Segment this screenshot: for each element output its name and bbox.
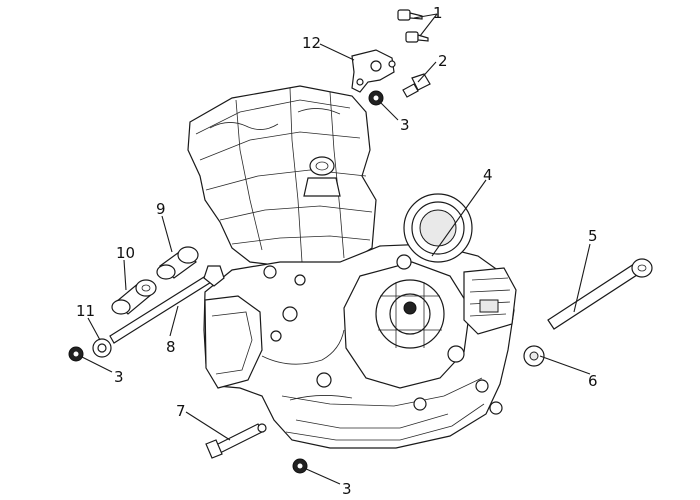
- callout-3-bottom: 3: [342, 480, 352, 498]
- part-5-long-bolt: [547, 258, 653, 330]
- leader-lines: [79, 13, 591, 485]
- callout-8: 8: [166, 338, 176, 356]
- part-7-bolt: [205, 423, 267, 459]
- cylinder-head: [187, 85, 377, 269]
- part-3-nut-left: [68, 346, 84, 362]
- callout-7: 7: [176, 402, 186, 420]
- callout-11: 11: [76, 302, 95, 320]
- callout-5: 5: [588, 227, 598, 245]
- callout-1: 1: [433, 4, 443, 22]
- callout-3-left: 3: [114, 368, 124, 386]
- part-9-spacer: [156, 246, 199, 280]
- callout-2: 2: [438, 52, 448, 70]
- part-12-bracket: [351, 49, 396, 93]
- part-8-long-bolt: [109, 265, 225, 344]
- callout-4: 4: [483, 166, 493, 184]
- callout-10: 10: [116, 244, 135, 262]
- part-6-nut: [523, 345, 545, 367]
- engine-assembly: [187, 85, 517, 449]
- callout-labels: 1 2 3 4 5 6 7 8 9 10 11 12 3 3: [76, 4, 598, 498]
- cover-4-ring: [403, 193, 473, 263]
- part-1-bolts: [397, 9, 429, 43]
- callout-3-top: 3: [400, 116, 410, 134]
- part-11-washer: [92, 338, 112, 358]
- callout-12: 12: [302, 34, 321, 52]
- callout-9: 9: [156, 200, 166, 218]
- part-10-spacer: [111, 279, 157, 315]
- callout-6: 6: [588, 372, 598, 390]
- part-2-bolt: [402, 73, 431, 98]
- part-3-nut-bottom: [292, 458, 308, 474]
